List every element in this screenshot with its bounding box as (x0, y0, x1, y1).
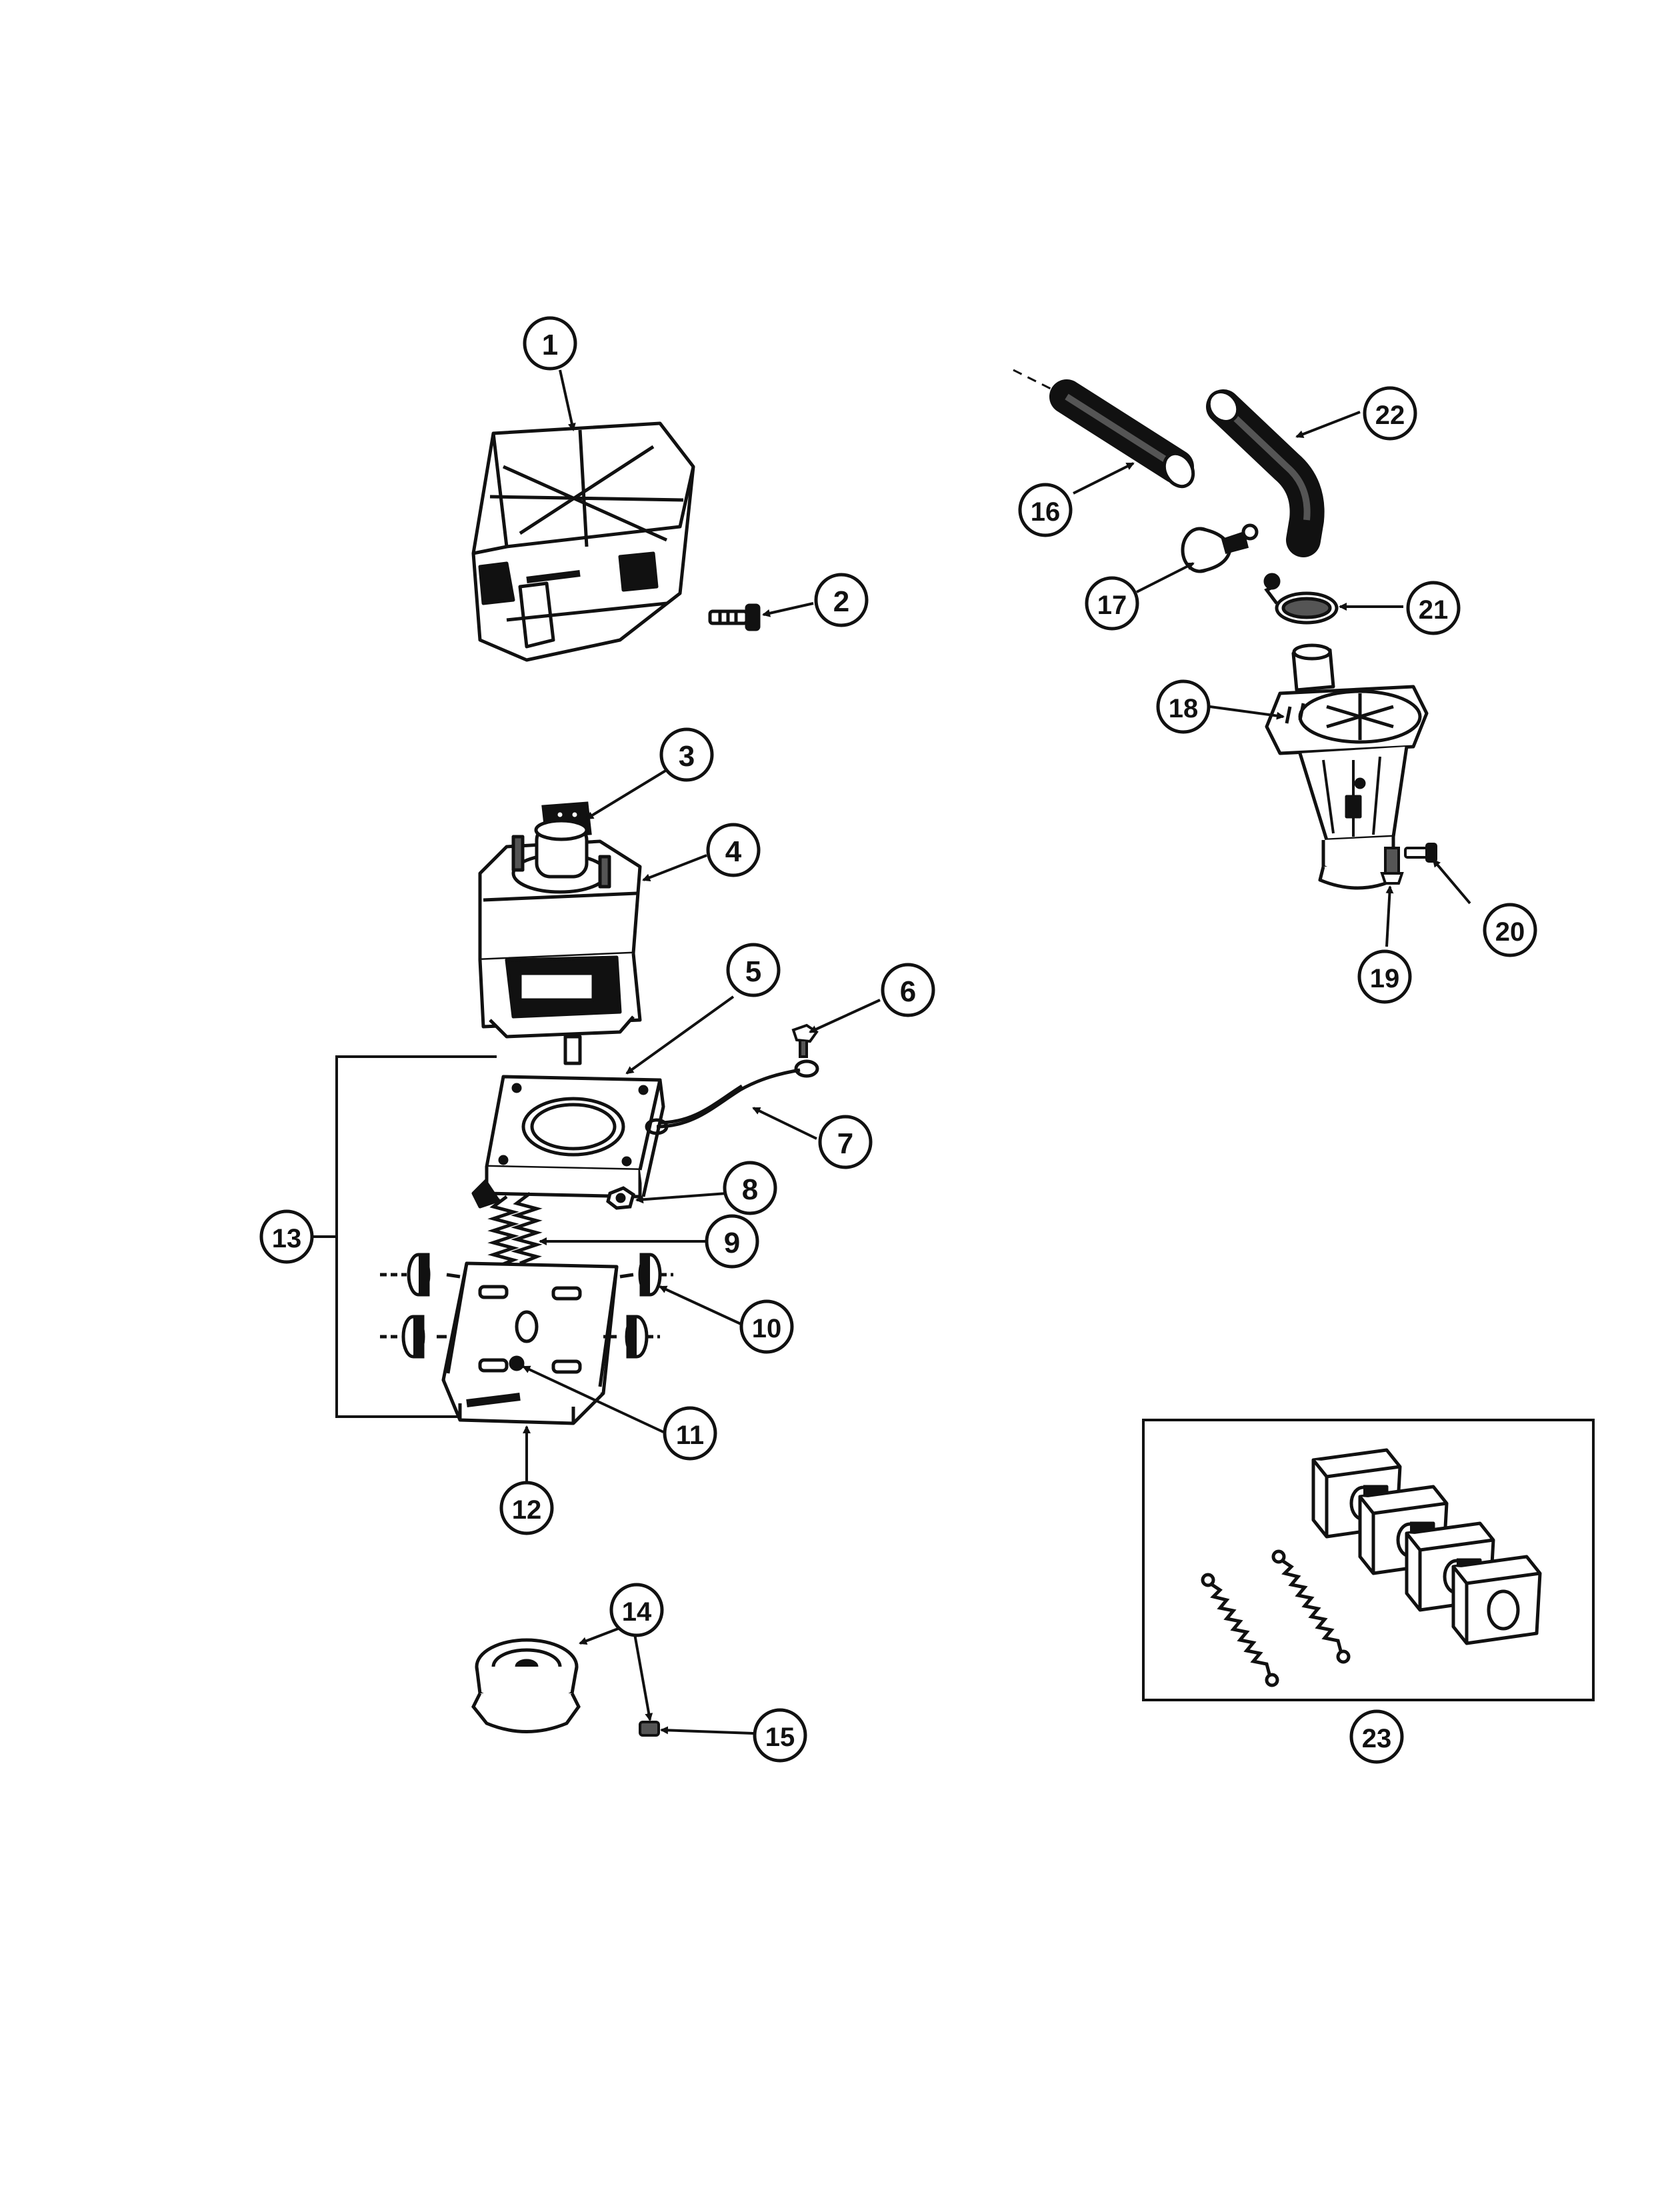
part-motor (478, 819, 642, 1065)
part-kit-blocks (1311, 1448, 1542, 1645)
callout-6: 6 (881, 963, 935, 1017)
svg-text:1: 1 (542, 329, 558, 361)
callout-9: 9 (705, 1214, 759, 1269)
svg-text:22: 22 (1375, 401, 1405, 430)
callout-20: 20 (1483, 903, 1537, 957)
assembly-bracket-13 (313, 1055, 497, 1418)
callout-5: 5 (726, 943, 781, 997)
part-hose-clamp-21 (1263, 573, 1339, 625)
svg-text:2: 2 (833, 585, 849, 618)
callout-15: 15 (753, 1708, 807, 1763)
callout-16: 16 (1018, 483, 1073, 537)
callout-4: 4 (706, 823, 761, 877)
part-screw (708, 603, 761, 631)
callout-13: 13 (259, 1209, 314, 1264)
part-mount-plate (471, 1075, 665, 1209)
callout-23: 23 (1349, 1709, 1404, 1764)
callout-18: 18 (1156, 679, 1211, 734)
svg-text:19: 19 (1370, 964, 1400, 993)
part-grommets (380, 1253, 673, 1359)
part-kit-springs (1201, 1549, 1351, 1687)
callout-7: 7 (818, 1115, 873, 1169)
part-hose-straight (1013, 369, 1195, 489)
svg-text:20: 20 (1495, 917, 1525, 947)
svg-text:16: 16 (1031, 497, 1061, 527)
part-pump-bolt (1404, 843, 1437, 863)
callout-10: 10 (739, 1299, 794, 1354)
part-nut (606, 1186, 635, 1210)
svg-text:11: 11 (676, 1421, 704, 1450)
callout-22: 22 (1363, 386, 1417, 441)
part-ground-wire (645, 1059, 819, 1135)
svg-text:8: 8 (742, 1173, 758, 1206)
svg-text:13: 13 (272, 1224, 302, 1253)
callout-3: 3 (659, 727, 714, 782)
part-motor-cover (471, 421, 695, 662)
svg-text:4: 4 (725, 835, 742, 868)
callout-21: 21 (1406, 581, 1461, 635)
svg-text:6: 6 (900, 975, 916, 1008)
svg-text:14: 14 (622, 1597, 652, 1627)
part-pulley (471, 1638, 581, 1733)
part-set-screw (639, 1721, 660, 1737)
callout-1: 1 (523, 316, 577, 371)
svg-text:12: 12 (512, 1495, 542, 1525)
svg-text:7: 7 (837, 1127, 853, 1160)
svg-text:21: 21 (1419, 595, 1449, 625)
callout-19: 19 (1357, 949, 1412, 1004)
callout-2: 2 (814, 573, 869, 627)
svg-text:5: 5 (745, 955, 761, 988)
callout-11: 11 (663, 1406, 717, 1461)
part-kit-box (1142, 1419, 1595, 1701)
svg-text:17: 17 (1097, 591, 1127, 620)
callouts: 1 2 3 4 5 6 7 8 9 10 11 12 13 14 15 16 1… (259, 316, 1537, 1764)
leader-lines (522, 369, 1471, 1735)
part-pump-screw (1380, 847, 1404, 885)
callout-14: 14 (609, 1583, 664, 1637)
svg-text:23: 23 (1362, 1724, 1392, 1753)
svg-text:3: 3 (679, 740, 695, 773)
svg-text:9: 9 (724, 1227, 740, 1259)
part-motor-base (437, 1261, 634, 1425)
callout-8: 8 (723, 1161, 777, 1215)
svg-text:18: 18 (1169, 694, 1199, 723)
svg-text:10: 10 (752, 1314, 782, 1343)
svg-text:15: 15 (765, 1723, 795, 1752)
part-hose-clamp-17 (1181, 523, 1259, 573)
callout-17: 17 (1085, 576, 1139, 631)
part-pump (1265, 643, 1429, 890)
part-hose-elbow (1206, 389, 1325, 557)
callout-12: 12 (499, 1481, 554, 1535)
